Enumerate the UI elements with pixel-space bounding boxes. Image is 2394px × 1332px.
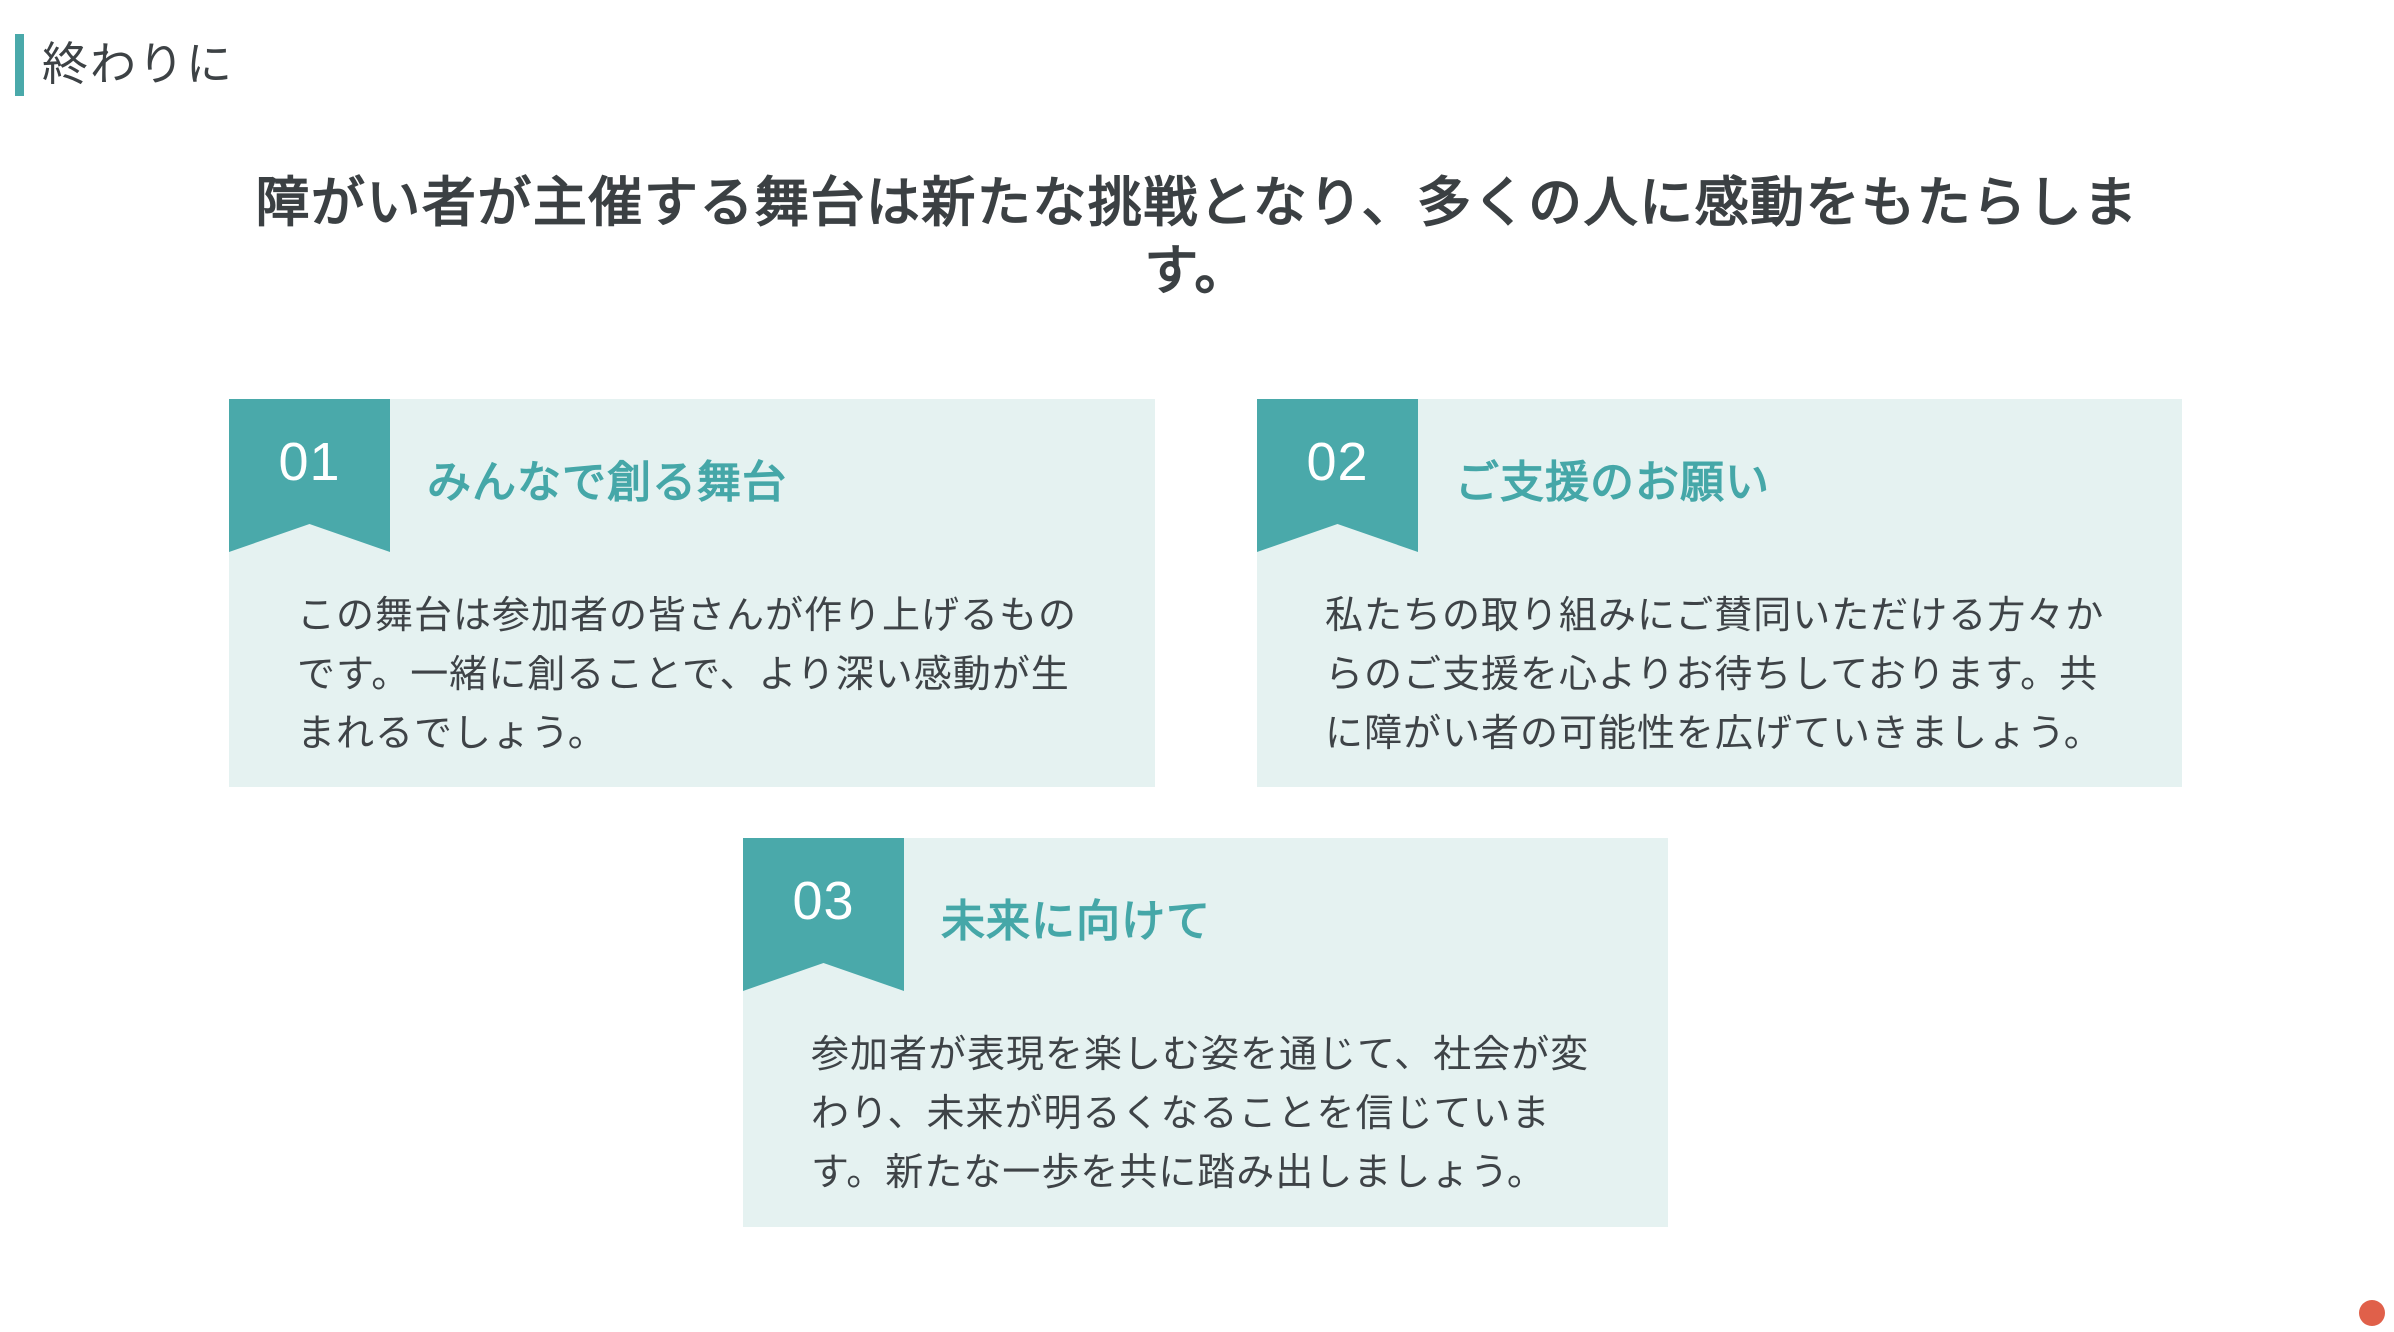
card-1-title: みんなで創る舞台 — [427, 458, 787, 507]
slide-title: 障がい者が主催する舞台は新たな挑戦となり、多くの人に感動をもたらします。 — [255, 173, 2139, 301]
card-2-title: ご支援のお願い — [1455, 458, 1770, 507]
card-1-number-badge: 01 — [229, 399, 390, 552]
card-1-number: 01 — [278, 431, 341, 492]
section-kicker-label: 終わりに — [42, 38, 234, 91]
status-dot — [2359, 1300, 2385, 1326]
card-2-number: 02 — [1306, 431, 1369, 492]
card-3-number-badge: 03 — [743, 838, 904, 991]
card-1: 01 みんなで創る舞台 この舞台は参加者の皆さんが作り上げるものです。一緒に創る… — [229, 399, 1155, 787]
accent-bar — [15, 34, 24, 96]
card-3-body: 参加者が表現を楽しむ姿を通じて、社会が変わり、未来が明るくなることを信じています… — [811, 1034, 1590, 1194]
card-1-body: この舞台は参加者の皆さんが作り上げるものです。一緒に創ることで、より深い感動が生… — [297, 595, 1078, 755]
card-3-number: 03 — [792, 870, 855, 931]
section-kicker: 終わりに — [15, 34, 234, 96]
card-3: 03 未来に向けて 参加者が表現を楽しむ姿を通じて、社会が変わり、未来が明るくな… — [743, 838, 1668, 1227]
card-2-body: 私たちの取り組みにご賛同いただける方々からのご支援を心よりお待ちしております。共… — [1325, 595, 2105, 755]
card-2-number-badge: 02 — [1257, 399, 1418, 552]
card-2: 02 ご支援のお願い 私たちの取り組みにご賛同いただける方々からのご支援を心より… — [1257, 399, 2182, 787]
card-3-title: 未来に向けて — [941, 897, 1211, 946]
